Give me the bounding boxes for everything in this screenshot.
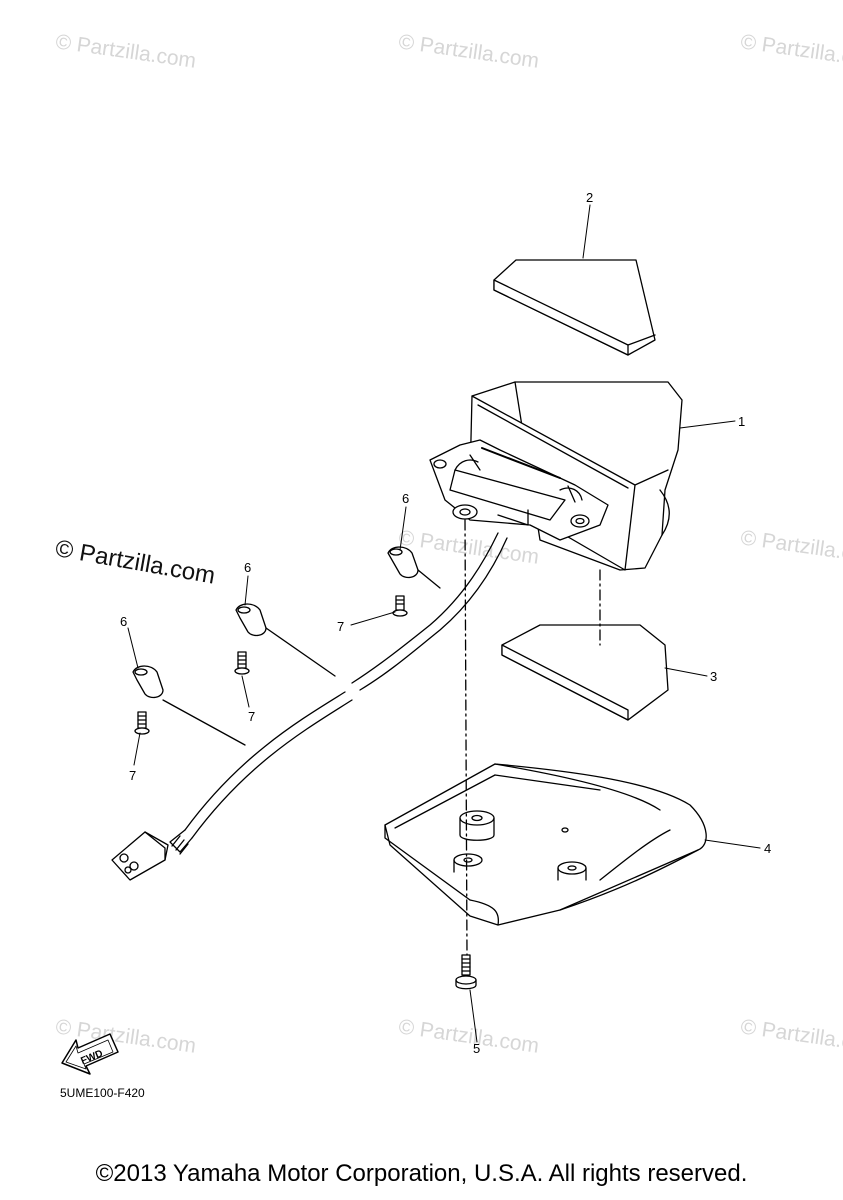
part-3-gasket (501, 624, 669, 721)
diagram-code: 5UME100-F420 (60, 1086, 145, 1100)
clamp-6-lower (132, 665, 246, 746)
fwd-arrow-icon (61, 1033, 119, 1075)
screw-7-middle (234, 651, 250, 675)
clamp-6-upper (387, 546, 441, 589)
wire-harness (111, 691, 353, 881)
callout-2: 2 (586, 190, 593, 205)
copyright-notice: ©2013 Yamaha Motor Corporation, U.S.A. A… (95, 1160, 748, 1187)
callout-3: 3 (710, 669, 717, 684)
callout-6-lower: 6 (120, 614, 127, 629)
callout-6-middle: 6 (244, 560, 251, 575)
callout-4: 4 (764, 841, 771, 856)
part-1-taillight (351, 381, 683, 691)
part-2-gasket (493, 259, 656, 356)
callout-7-lower: 7 (129, 768, 136, 783)
screw-7-upper (392, 595, 408, 617)
callout-6-upper: 6 (402, 491, 409, 506)
callout-1: 1 (738, 414, 745, 429)
alignment-lines (464, 519, 601, 956)
screw-7-lower (134, 711, 150, 735)
leader-lines (127, 204, 761, 1043)
callout-5: 5 (473, 1041, 480, 1056)
callout-7-middle: 7 (248, 709, 255, 724)
clamp-6-middle (235, 603, 336, 677)
callout-7-upper: 7 (337, 619, 344, 634)
part-5-screw (455, 954, 477, 990)
part-4-base (384, 763, 707, 926)
